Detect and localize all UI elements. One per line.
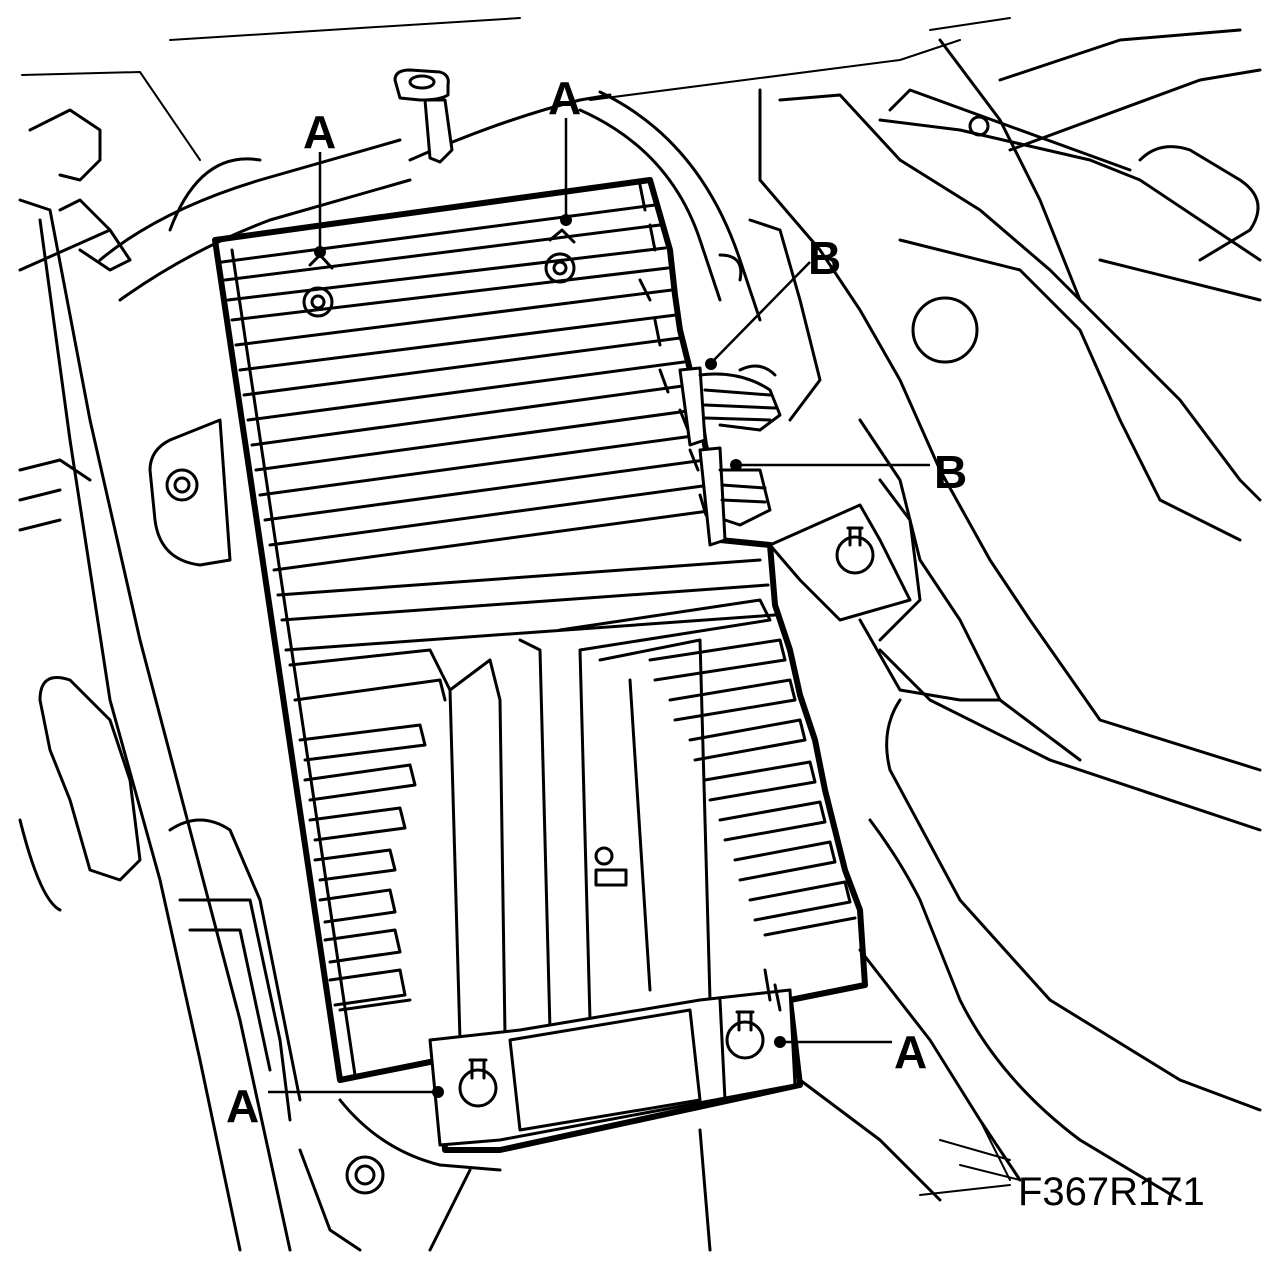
connectors — [678, 218, 822, 547]
cable-harness — [393, 68, 762, 322]
leaders — [268, 118, 930, 1098]
callout-a-top-mid: A — [548, 72, 581, 124]
bolt-icon — [544, 228, 576, 284]
stud-icon — [725, 1010, 765, 1060]
callout-a-top-left: A — [303, 106, 336, 158]
figure-id: F367R171 — [1018, 1170, 1205, 1214]
module-housing — [212, 177, 868, 1153]
background-structure — [18, 17, 1262, 1252]
callout-b-lower: B — [934, 446, 967, 498]
callout-a-bottom-left: A — [226, 1080, 259, 1132]
bolt-icon — [302, 253, 334, 318]
callout-b-upper: B — [808, 232, 841, 284]
callout-a-bottom-right: A — [894, 1026, 927, 1078]
stud-icon — [835, 526, 875, 575]
stud-icon — [458, 1058, 498, 1108]
